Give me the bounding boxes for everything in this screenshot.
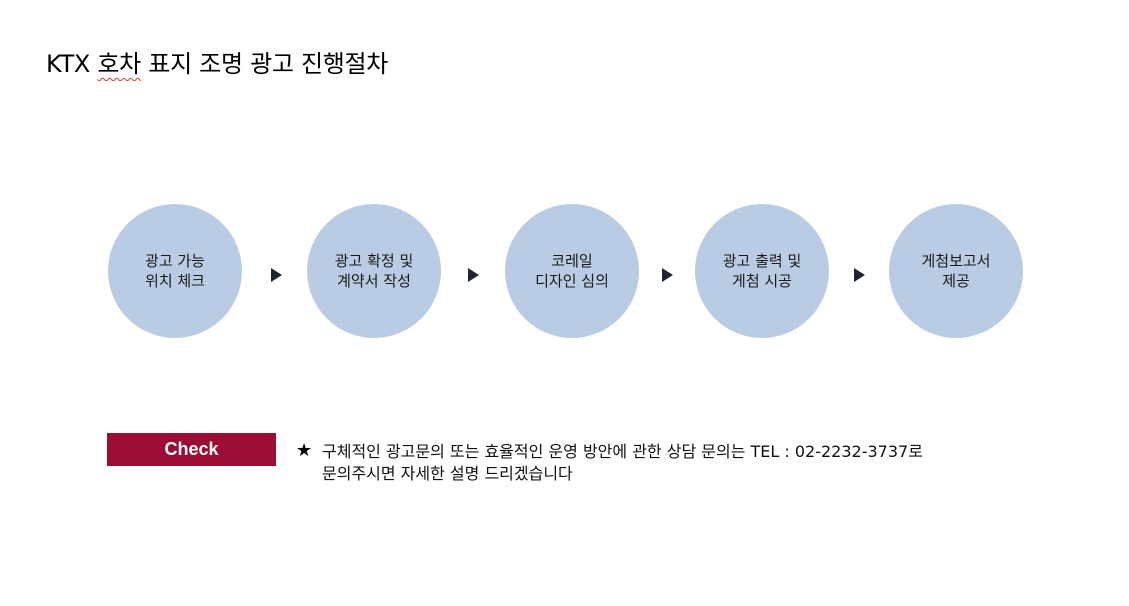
step-label-line1: 광고 출력 및 xyxy=(722,252,802,270)
step-label-line1: 광고 가능 xyxy=(145,252,205,270)
step-label-line1: 게첨보고서 xyxy=(921,252,991,270)
right-triangle-icon xyxy=(854,268,865,282)
contact-notice: 구체적인 광고문의 또는 효율적인 운영 방안에 관한 상담 문의는 TEL :… xyxy=(322,441,923,485)
page-title: KTX 호차 표지 조명 광고 진행절차 xyxy=(46,44,388,79)
step-location-check: 광고 가능 위치 체크 xyxy=(108,204,242,338)
step-label-line2: 위치 체크 xyxy=(145,272,205,290)
step-print-install: 광고 출력 및 게첨 시공 xyxy=(695,204,829,338)
step-label-line2: 제공 xyxy=(942,272,970,290)
page-title-prefix: KTX xyxy=(46,50,98,79)
notice-line1: 구체적인 광고문의 또는 효율적인 운영 방안에 관한 상담 문의는 TEL :… xyxy=(322,442,923,461)
page-title-underlined-word: 호차 xyxy=(97,50,141,79)
step-contract: 광고 확정 및 계약서 작성 xyxy=(307,204,441,338)
page-title-suffix: 표지 조명 광고 진행절차 xyxy=(140,50,389,79)
step-report: 게첨보고서 제공 xyxy=(889,204,1023,338)
check-badge: Check xyxy=(107,433,276,466)
step-label-line1: 광고 확정 및 xyxy=(334,252,414,270)
step-label-line2: 디자인 심의 xyxy=(535,272,609,290)
star-icon: ★ xyxy=(296,440,313,461)
step-label-line2: 게첨 시공 xyxy=(732,272,792,290)
step-design-review: 코레일 디자인 심의 xyxy=(505,204,639,338)
right-triangle-icon xyxy=(468,268,479,282)
step-label-line1: 코레일 xyxy=(551,252,593,270)
notice-line2: 문의주시면 자세한 설명 드리겠습니다 xyxy=(322,464,573,483)
right-triangle-icon xyxy=(271,268,282,282)
right-triangle-icon xyxy=(662,268,673,282)
step-label-line2: 계약서 작성 xyxy=(337,272,411,290)
